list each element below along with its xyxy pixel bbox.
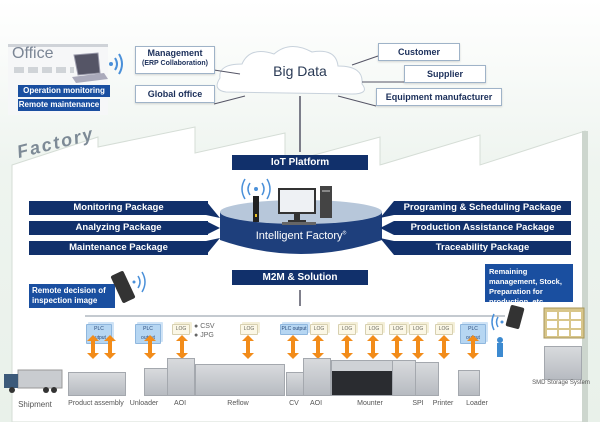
office-panel: Office Operation monitoring Remote maint… xyxy=(8,44,123,115)
log-tag: LOG xyxy=(240,324,258,335)
station-label-cv: CV xyxy=(289,400,299,407)
antenna-device-icon xyxy=(241,178,271,222)
loader-machine xyxy=(458,370,480,396)
maintenance-package: Maintenance Package xyxy=(29,241,208,255)
file-type-jpg: ● JPG xyxy=(194,332,214,339)
supplier-box: Supplier xyxy=(404,65,486,83)
station-label-spi: SPI xyxy=(412,400,424,407)
smd-storage-icon xyxy=(544,346,582,380)
station-label-product-assembly: Product assembly xyxy=(68,400,124,407)
remote-decision-badge: Remote decision of inspection image xyxy=(29,284,115,308)
log-tag: LOG xyxy=(409,324,427,335)
log-tag: LOG xyxy=(389,324,407,335)
station-label-aoi-2: AOI xyxy=(309,400,323,407)
big-data-label: Big Data xyxy=(273,63,327,79)
file-type-csv: ● CSV xyxy=(194,323,215,330)
log-tag: LOG xyxy=(338,324,356,335)
reflow-machine xyxy=(195,364,285,396)
monitoring-package: Monitoring Package xyxy=(29,201,208,215)
right-package-pointers xyxy=(380,201,394,255)
equipment-manufacturer-box: Equipment manufacturer xyxy=(376,88,502,106)
data-arrow xyxy=(341,335,353,359)
station-label-unloader: Unloader xyxy=(129,400,159,407)
data-arrow xyxy=(367,335,379,359)
printer-machine xyxy=(415,362,439,396)
data-arrow xyxy=(312,335,324,359)
station-label-mounter: Mounter xyxy=(357,400,383,407)
programing-scheduling-package: Programing & Scheduling Package xyxy=(394,201,571,215)
data-arrow xyxy=(176,335,188,359)
data-arrow xyxy=(438,335,450,359)
analyzing-package: Analyzing Package xyxy=(29,221,208,235)
laptop-icon xyxy=(72,52,108,83)
traceability-package: Traceability Package xyxy=(394,241,571,255)
log-tag: LOG xyxy=(365,324,383,335)
office-title: Office xyxy=(12,45,54,62)
left-package-pointers xyxy=(206,201,220,255)
computer-icon xyxy=(278,186,332,225)
station-label-aoi: AOI xyxy=(173,400,187,407)
m2m-solution-banner: M2M & Solution xyxy=(232,270,368,285)
hub-label: Intelligent Factory® xyxy=(255,230,347,242)
remaining-management-badge: Remaining management, Stock, Preparation… xyxy=(485,264,573,306)
tablet-worker-icon xyxy=(491,305,525,357)
data-arrow xyxy=(391,335,403,359)
data-arrow xyxy=(412,335,424,359)
smartphone-icon xyxy=(110,271,146,303)
log-tag: LOG xyxy=(172,324,190,335)
station-label-printer: Printer xyxy=(432,400,454,407)
data-arrow xyxy=(144,335,156,359)
aoi-machine-2 xyxy=(303,358,331,396)
unloader-machine xyxy=(144,368,168,396)
operation-monitoring-badge: Operation monitoring xyxy=(18,85,110,97)
iot-platform-banner: IoT Platform xyxy=(232,155,368,170)
aoi-machine xyxy=(167,358,195,396)
mounter-machine xyxy=(331,360,393,396)
remote-maintenance-badge: Remote maintenance xyxy=(18,99,100,111)
plc-output-tag: PLC output xyxy=(280,324,308,335)
data-arrow xyxy=(467,335,479,359)
global-office-box: Global office xyxy=(135,85,215,103)
data-arrow xyxy=(87,335,99,359)
station-label-reflow: Reflow xyxy=(227,400,249,407)
cloud-shape xyxy=(216,46,365,95)
data-arrow xyxy=(104,335,116,359)
wifi-icon xyxy=(109,53,123,75)
station-label-shipment: Shipment xyxy=(18,400,52,409)
customer-box: Customer xyxy=(378,43,460,61)
data-arrow xyxy=(242,335,254,359)
spi-machine xyxy=(392,360,416,396)
cv-machine xyxy=(286,372,304,396)
log-tag: LOG xyxy=(435,324,453,335)
data-arrow xyxy=(287,335,299,359)
station-label-loader: Loader xyxy=(466,400,488,407)
smd-storage-label: SMD Storage System xyxy=(532,380,590,386)
production-assistance-package: Production Assistance Package xyxy=(394,221,571,235)
stock-shelf-icon xyxy=(543,307,585,339)
truck-icon xyxy=(4,369,63,393)
management-box: Management (ERP Collaboration) xyxy=(135,46,215,74)
office-windows xyxy=(14,67,74,73)
product-assembly-machine xyxy=(68,372,126,396)
log-tag: LOG xyxy=(310,324,328,335)
